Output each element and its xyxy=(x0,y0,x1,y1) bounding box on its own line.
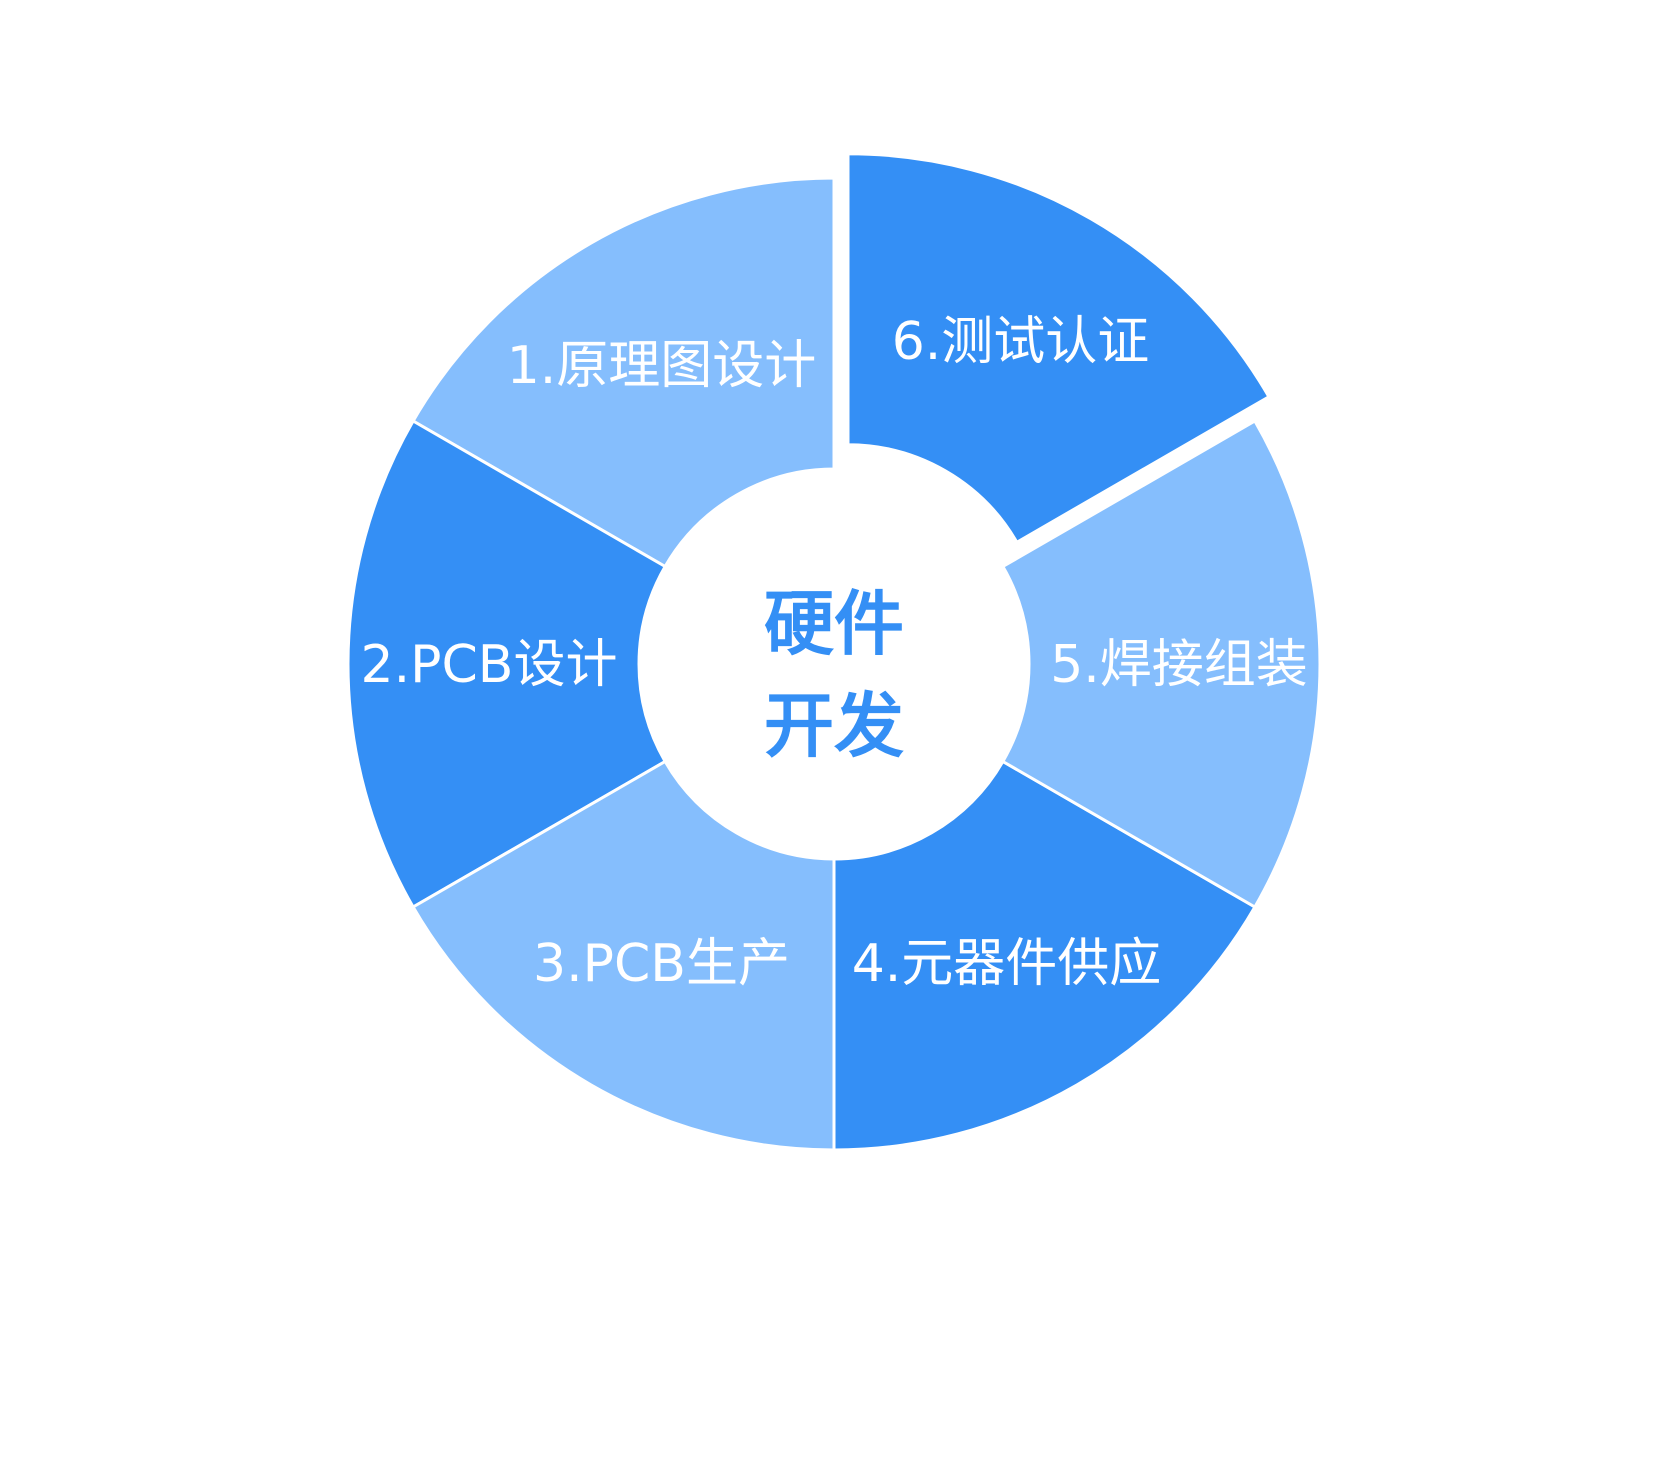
segments-group xyxy=(346,152,1322,1152)
segment-label-2: 2.PCB设计 xyxy=(361,635,618,695)
segment-labels-group: 1.原理图设计 2.PCB设计 3.PCB生产 4.元器件供应 5.焊接组装 6.测试认证 xyxy=(361,312,1308,994)
segment-label-6: 6.测试认证 xyxy=(892,312,1150,372)
center-title-line-2: 开发 xyxy=(764,685,904,767)
center-title-line-1: 硬件 xyxy=(764,583,904,665)
segment-label-5: 5.焊接组装 xyxy=(1050,635,1308,695)
segment-6 xyxy=(846,152,1271,545)
segment-label-1: 1.原理图设计 xyxy=(507,336,817,396)
segment-label-4: 4.元器件供应 xyxy=(852,934,1162,994)
center-hub xyxy=(639,469,1029,859)
segment-label-3: 3.PCB生产 xyxy=(533,934,790,994)
